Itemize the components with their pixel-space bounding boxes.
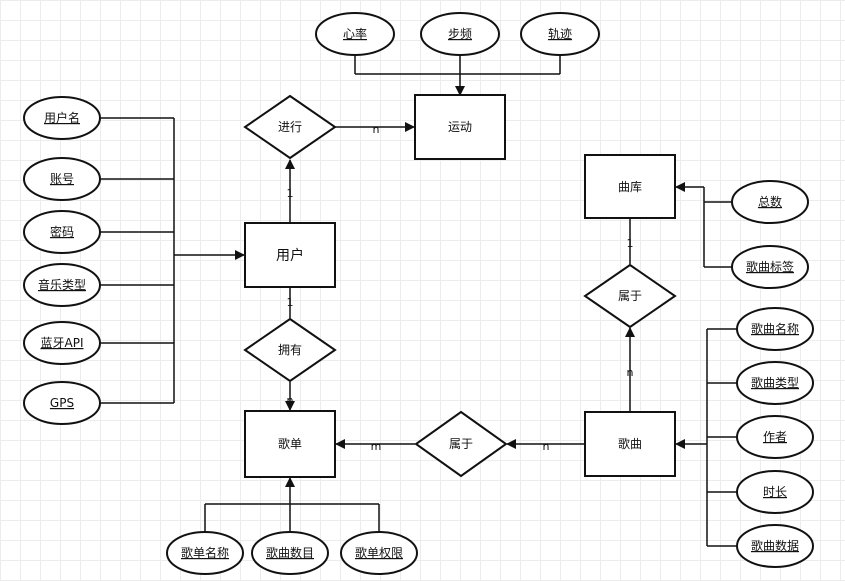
attribute-song-count[interactable]: 歌曲数目 [251,531,329,575]
cardinality-performs-exercise: n [373,123,380,136]
attribute-heart-rate-label: 心率 [343,26,367,41]
relationship-owns-label: 拥有 [278,343,302,357]
entity-exercise[interactable]: 运动 [414,94,506,160]
attribute-playlist-permission-label: 歌单权限 [355,545,403,560]
attribute-author-label: 作者 [763,430,787,444]
entity-playlist-label: 歌单 [278,436,302,451]
cardinality-song-belongs-library: n [627,366,634,379]
attribute-gps[interactable]: GPS [23,381,101,425]
relationship-performs-label: 进行 [278,120,302,134]
entity-library[interactable]: 曲库 [584,154,676,219]
relationship-song-belongs-playlist-label: 属于 [449,437,473,451]
relationship-song-belongs-library-label: 属于 [618,289,642,303]
attribute-bluetooth-api-label: 蓝牙API [41,336,84,350]
attribute-song-type-label: 歌曲类型 [751,375,799,390]
attribute-song-data[interactable]: 歌曲数据 [736,524,814,568]
attribute-track[interactable]: 轨迹 [520,12,600,56]
relationship-performs[interactable]: 进行 [243,94,337,160]
cardinality-owns-playlist: n [287,394,294,407]
attribute-song-name-label: 歌曲名称 [751,321,799,336]
attribute-account-label: 账号 [50,172,74,186]
attribute-total[interactable]: 总数 [731,180,809,224]
attribute-gps-label: GPS [50,396,74,410]
attribute-track-label: 轨迹 [548,27,572,41]
attribute-username[interactable]: 用户名 [23,96,101,140]
attribute-author[interactable]: 作者 [736,415,814,459]
attribute-heart-rate[interactable]: 心率 [315,12,395,56]
attribute-duration-label: 时长 [763,485,787,499]
attribute-password[interactable]: 密码 [23,210,101,254]
cardinality-user-performs: 1 [287,187,294,200]
entity-user[interactable]: 用户 [244,222,336,288]
cardinality-user-owns: 1 [287,296,294,309]
attribute-song-data-label: 歌曲数据 [751,538,799,553]
attribute-song-count-label: 歌曲数目 [266,545,314,560]
attribute-playlist-permission[interactable]: 歌单权限 [340,531,418,575]
entity-playlist[interactable]: 歌单 [244,410,336,478]
cardinality-labels: 1 n 1 n n 1 n m [287,123,634,453]
relationship-owns[interactable]: 拥有 [243,317,337,383]
attribute-account[interactable]: 账号 [23,157,101,201]
entity-song[interactable]: 歌曲 [584,411,676,477]
entity-song-label: 歌曲 [618,436,642,451]
cardinality-belongs-library: 1 [627,237,634,250]
attribute-username-label: 用户名 [44,110,80,125]
attribute-music-type-label: 音乐类型 [38,277,86,292]
attribute-cadence[interactable]: 步频 [420,12,500,56]
relationship-song-belongs-library[interactable]: 属于 [583,263,677,329]
entity-library-label: 曲库 [618,179,642,194]
cardinality-belongs-playlist: m [371,440,382,453]
cardinality-song-belongs-playlist: n [543,440,550,453]
attribute-bluetooth-api[interactable]: 蓝牙API [23,321,101,365]
entity-exercise-label: 运动 [448,120,472,134]
attribute-password-label: 密码 [50,224,74,239]
attribute-total-label: 总数 [758,194,782,209]
attribute-duration[interactable]: 时长 [736,470,814,514]
attribute-song-name[interactable]: 歌曲名称 [736,307,814,351]
entity-user-label: 用户 [276,247,304,264]
connectors [100,54,737,547]
attribute-cadence-label: 步频 [448,27,472,41]
attribute-playlist-name-label: 歌单名称 [181,545,229,560]
attribute-playlist-name[interactable]: 歌单名称 [166,531,244,575]
attribute-music-type[interactable]: 音乐类型 [23,263,101,307]
attribute-song-tag[interactable]: 歌曲标签 [731,245,809,289]
attribute-song-type[interactable]: 歌曲类型 [736,361,814,405]
attribute-song-tag-label: 歌曲标签 [746,259,794,274]
relationship-song-belongs-playlist[interactable]: 属于 [414,410,508,478]
